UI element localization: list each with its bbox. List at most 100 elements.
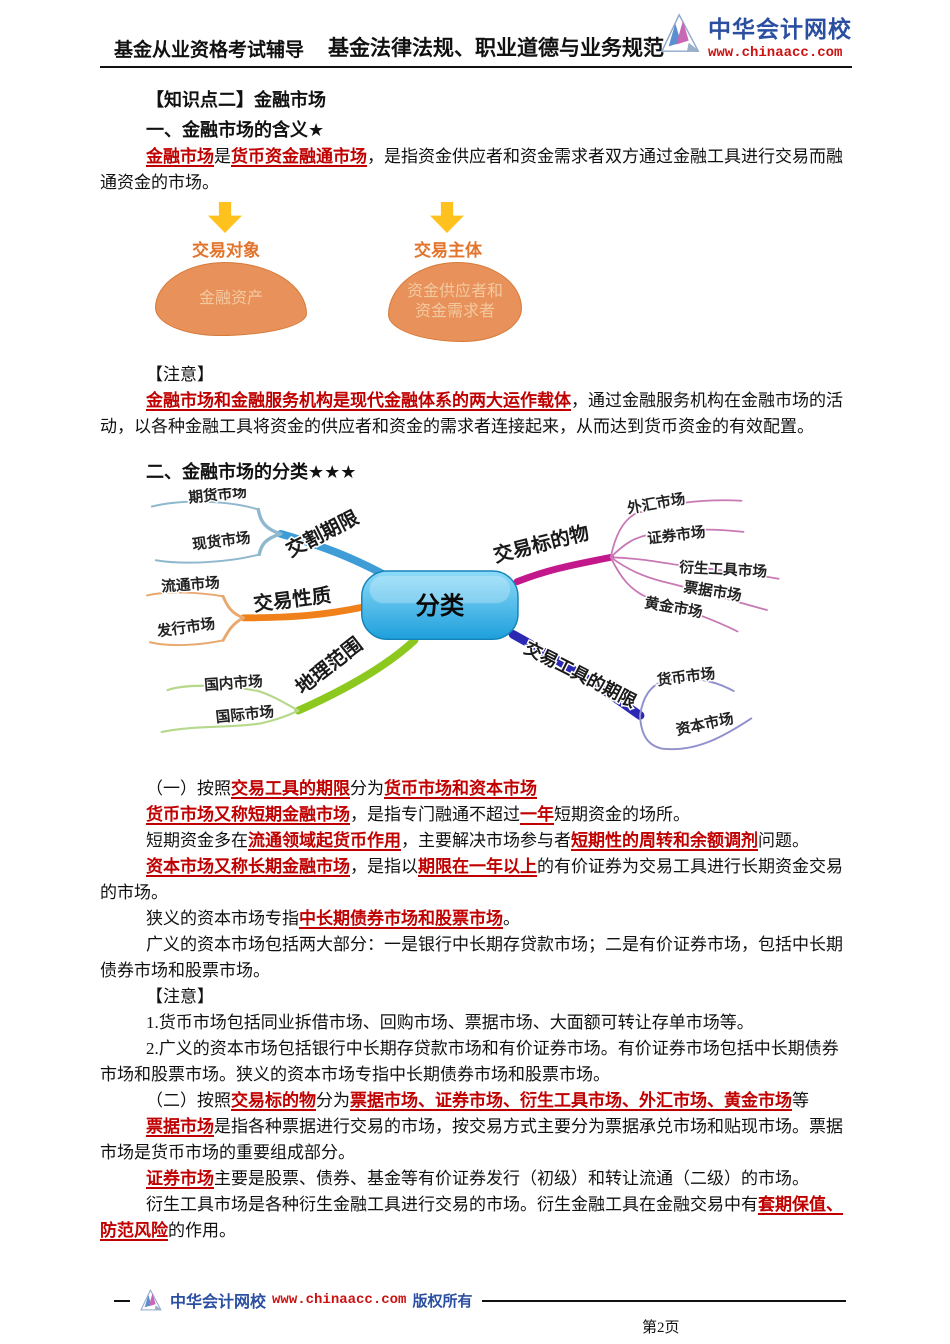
down-arrow-icon (430, 202, 464, 233)
paragraph: 金融市场和金融服务机构是现代金融体系的两大运作载体，通过金融服务机构在金融市场的… (100, 388, 850, 440)
concept-diagram: 交易对象 金融资产 交易主体 资金供应者和 资金需求者 (100, 202, 850, 362)
mindmap-child-label: 证券市场 (646, 523, 707, 548)
mindmap-branch-trade-target: 外汇市场 证券市场 衍生工具市场 票据市场 黄金市场 交易标的物 (490, 488, 780, 633)
highlighted-text: 票据市场 (146, 1117, 214, 1136)
text-run: 衍生工具市场是各种衍生金融工具进行交易的市场。衍生金融工具在金融交易中有 (146, 1195, 758, 1214)
highlighted-text: 套期保值、防范风险 (100, 1195, 843, 1240)
paragraph: 狭义的资本市场专指中长期债券市场和股票市场。 (100, 906, 850, 932)
text-run: 广义的资本市场包括两大部分：一是银行中长期存贷款市场；二是有价证券市场，包括中长… (100, 935, 843, 980)
text-run: 一、金融市场的含义★ (146, 120, 325, 140)
intro-section: 【知识点二】金融市场一、金融市场的含义★ 金融市场是货币资金融通市场，是指资金供应… (100, 86, 850, 196)
text-run: 1.货币市场包括同业拆借市场、回购市场、票据市场、大面额可转让存单市场等。 (146, 1013, 754, 1032)
text-run: 等 (792, 1091, 809, 1110)
footer-brand-name: 中华会计网校 (170, 1294, 267, 1311)
highlighted-text: 交易标的物 (231, 1091, 316, 1110)
mindmap-center-node: 分类 (361, 570, 519, 641)
text-run: 分为 (350, 779, 384, 798)
text-run: 狭义的资本市场专指 (146, 909, 299, 928)
highlighted-text: 货币市场又称短期金融市场 (146, 805, 350, 824)
highlighted-text: 证券市场 (146, 1169, 214, 1188)
document-body: 【知识点二】金融市场一、金融市场的含义★ 金融市场是货币资金融通市场，是指资金供应… (0, 86, 950, 1244)
mindmap-child-label: 流通市场 (161, 573, 221, 595)
highlighted-text: 资本市场又称长期金融市场 (146, 857, 350, 876)
mindmap-child-label: 外汇市场 (625, 489, 687, 517)
down-arrow-icon (208, 202, 242, 233)
mindmap-child-label: 衍生工具市场 (679, 558, 768, 581)
text-run: ，是指以 (350, 857, 418, 876)
diagram-label-trade-subject: 交易主体 (414, 241, 482, 260)
mindmap-child-label: 发行市场 (155, 614, 217, 640)
brand-triangle-icon (660, 13, 700, 53)
footer-brand-url: www.chinaacc.com (272, 1292, 407, 1308)
page-footer: 中华会计网校 www.chinaacc.com 版权所有 第2页 (100, 1288, 850, 1340)
mindmap-child-label: 票据市场 (682, 578, 743, 605)
paragraph: 资本市场又称长期金融市场，是指以期限在一年以上的有价证券为交易工具进行长期资金交… (100, 854, 850, 906)
footer-brand: 中华会计网校 www.chinaacc.com 版权所有 (130, 1288, 483, 1312)
paragraph: 1.货币市场包括同业拆借市场、回购市场、票据市场、大面额可转让存单市场等。 (100, 1010, 850, 1036)
paragraph: 票据市场是指各种票据进行交易的市场，按交易方式主要分为票据承兑市场和贴现市场。票… (100, 1114, 850, 1166)
text-run: （二）按照 (146, 1091, 231, 1110)
mindmap-branch-label: 交易标的物 (491, 521, 591, 567)
text-run: ，主要解决市场参与者 (401, 831, 571, 850)
highlighted-text: 金融市场和金融服务机构是现代金融体系的两大运作载体 (146, 391, 571, 410)
brand-url: www.chinaacc.com (708, 45, 843, 61)
diagram-blob-fund-suppliers: 资金供应者和 资金需求者 (388, 262, 522, 342)
text-run: 的有价证券为交易工具进行长期资金交易的市场。 (100, 857, 843, 902)
paragraph: （一）按照交易工具的期限分为货币市场和资本市场 (100, 776, 850, 802)
blob-text: 资金供应者和 (406, 283, 503, 300)
text-run: 分为 (316, 1091, 350, 1110)
note-label: 【注意】 (100, 362, 850, 388)
text-run: 问题。 (758, 831, 809, 850)
paragraph: 广义的资本市场包括两大部分：一是银行中长期存贷款市场；二是有价证券市场，包括中长… (100, 932, 850, 984)
mindmap-child-label: 现货市场 (191, 528, 252, 553)
mindmap-child-label: 黄金市场 (643, 593, 704, 621)
page-header: 基金从业资格考试辅导 基金法律法规、职业道德与业务规范 中华会计网校 www.c… (100, 12, 852, 68)
paragraph: 短期资金多在流通领域起货币作用，主要解决市场参与者短期性的周转和余额调剂问题。 (100, 828, 850, 854)
note-label: 【注意】 (100, 984, 850, 1010)
section-heading: 二、金融市场的分类★★★ (100, 458, 850, 486)
text-run: 【注意】 (146, 365, 214, 384)
highlighted-text: 票据市场、证券市场、衍生工具市场、外汇市场、黄金市场 (350, 1091, 792, 1110)
mindmap-branch-trade-nature: 流通市场 发行市场 交易性质 (146, 572, 367, 647)
text-run: （一）按照 (146, 779, 231, 798)
text-run: ，是指资金供应者和资金需求者双方通过金融工具进行交易而融通资金的市场。 (100, 147, 843, 192)
text-run: 二、金融市场的分类★★★ (146, 462, 357, 482)
mindmap-child-label: 货币市场 (656, 664, 717, 689)
blob-text: 金融资产 (198, 290, 263, 307)
text-run: 是指各种票据进行交易的市场，按交易方式主要分为票据承兑市场和贴现市场。票据市场是… (100, 1117, 843, 1162)
text-run: 2.广义的资本市场包括银行中长期存贷款市场和有价证券市场。有价证券市场包括中长期… (100, 1039, 839, 1084)
text-run: 短期资金多在 (146, 831, 248, 850)
highlighted-text: 期限在一年以上 (418, 857, 537, 876)
highlighted-text: 交易工具的期限 (231, 779, 350, 798)
classification-mindmap: 期货市场 现货市场 交割期限 流通市场 发行市场 交易性质 国内市场 国际 (146, 488, 780, 751)
highlighted-text: 金融市场 (146, 147, 214, 166)
mindmap-child-label: 期货市场 (188, 488, 248, 507)
header-course-title: 基金从业资格考试辅导 (114, 40, 305, 61)
note-section: 【注意】金融市场和金融服务机构是现代金融体系的两大运作载体，通过金融服务机构在金… (100, 362, 850, 486)
page-number: 第2页 (642, 1320, 680, 1336)
mindmap-branch-label: 交易工具的期限 (521, 638, 640, 712)
header-subject-title: 基金法律法规、职业道德与业务规范 (328, 37, 664, 60)
text-run: 是 (214, 147, 231, 166)
footer-copyright: 版权所有 (412, 1292, 473, 1310)
text-run: 【知识点二】金融市场 (146, 90, 326, 110)
mindmap-branch-delivery-term: 期货市场 现货市场 交割期限 (150, 488, 394, 582)
paragraph: 2.广义的资本市场包括银行中长期存贷款市场和有价证券市场。有价证券市场包括中长期… (100, 1036, 850, 1088)
text-run: 。 (503, 909, 520, 928)
highlighted-text: 一年 (520, 805, 554, 824)
main-text-section: （一）按照交易工具的期限分为货币市场和资本市场货币市场又称短期金融市场，是指专门… (100, 776, 850, 1244)
mindmap-branch-instrument-term: 货币市场 资本市场 交易工具的期限 (508, 630, 753, 751)
brand-name: 中华会计网校 (708, 16, 852, 42)
blob-text: 资金需求者 (414, 303, 495, 320)
mindmap-branch-label: 交割期限 (282, 506, 362, 562)
diagram-label-trade-object: 交易对象 (192, 241, 260, 260)
text-run: ，通过金融服务机构在金融市场的活动，以各种金融工具将资金的供应者和资金的需求者连… (100, 391, 843, 436)
paragraph: （二）按照交易标的物分为票据市场、证券市场、衍生工具市场、外汇市场、黄金市场等 (100, 1088, 850, 1114)
brand-logo: 中华会计网校 www.chinaacc.com (660, 10, 852, 61)
mindmap-branch-label: 地理范围 (291, 633, 367, 699)
knowledge-point-heading: 【知识点二】金融市场 (100, 86, 850, 114)
paragraph: 货币市场又称短期金融市场，是指专门融通不超过一年短期资金的场所。 (100, 802, 850, 828)
highlighted-text: 短期性的周转和余额调剂 (571, 831, 758, 850)
highlighted-text: 货币资金融通市场 (231, 147, 367, 166)
paragraph: 证券市场主要是股票、债券、基金等有价证券发行（初级）和转让流通（二级）的市场。 (100, 1166, 850, 1192)
